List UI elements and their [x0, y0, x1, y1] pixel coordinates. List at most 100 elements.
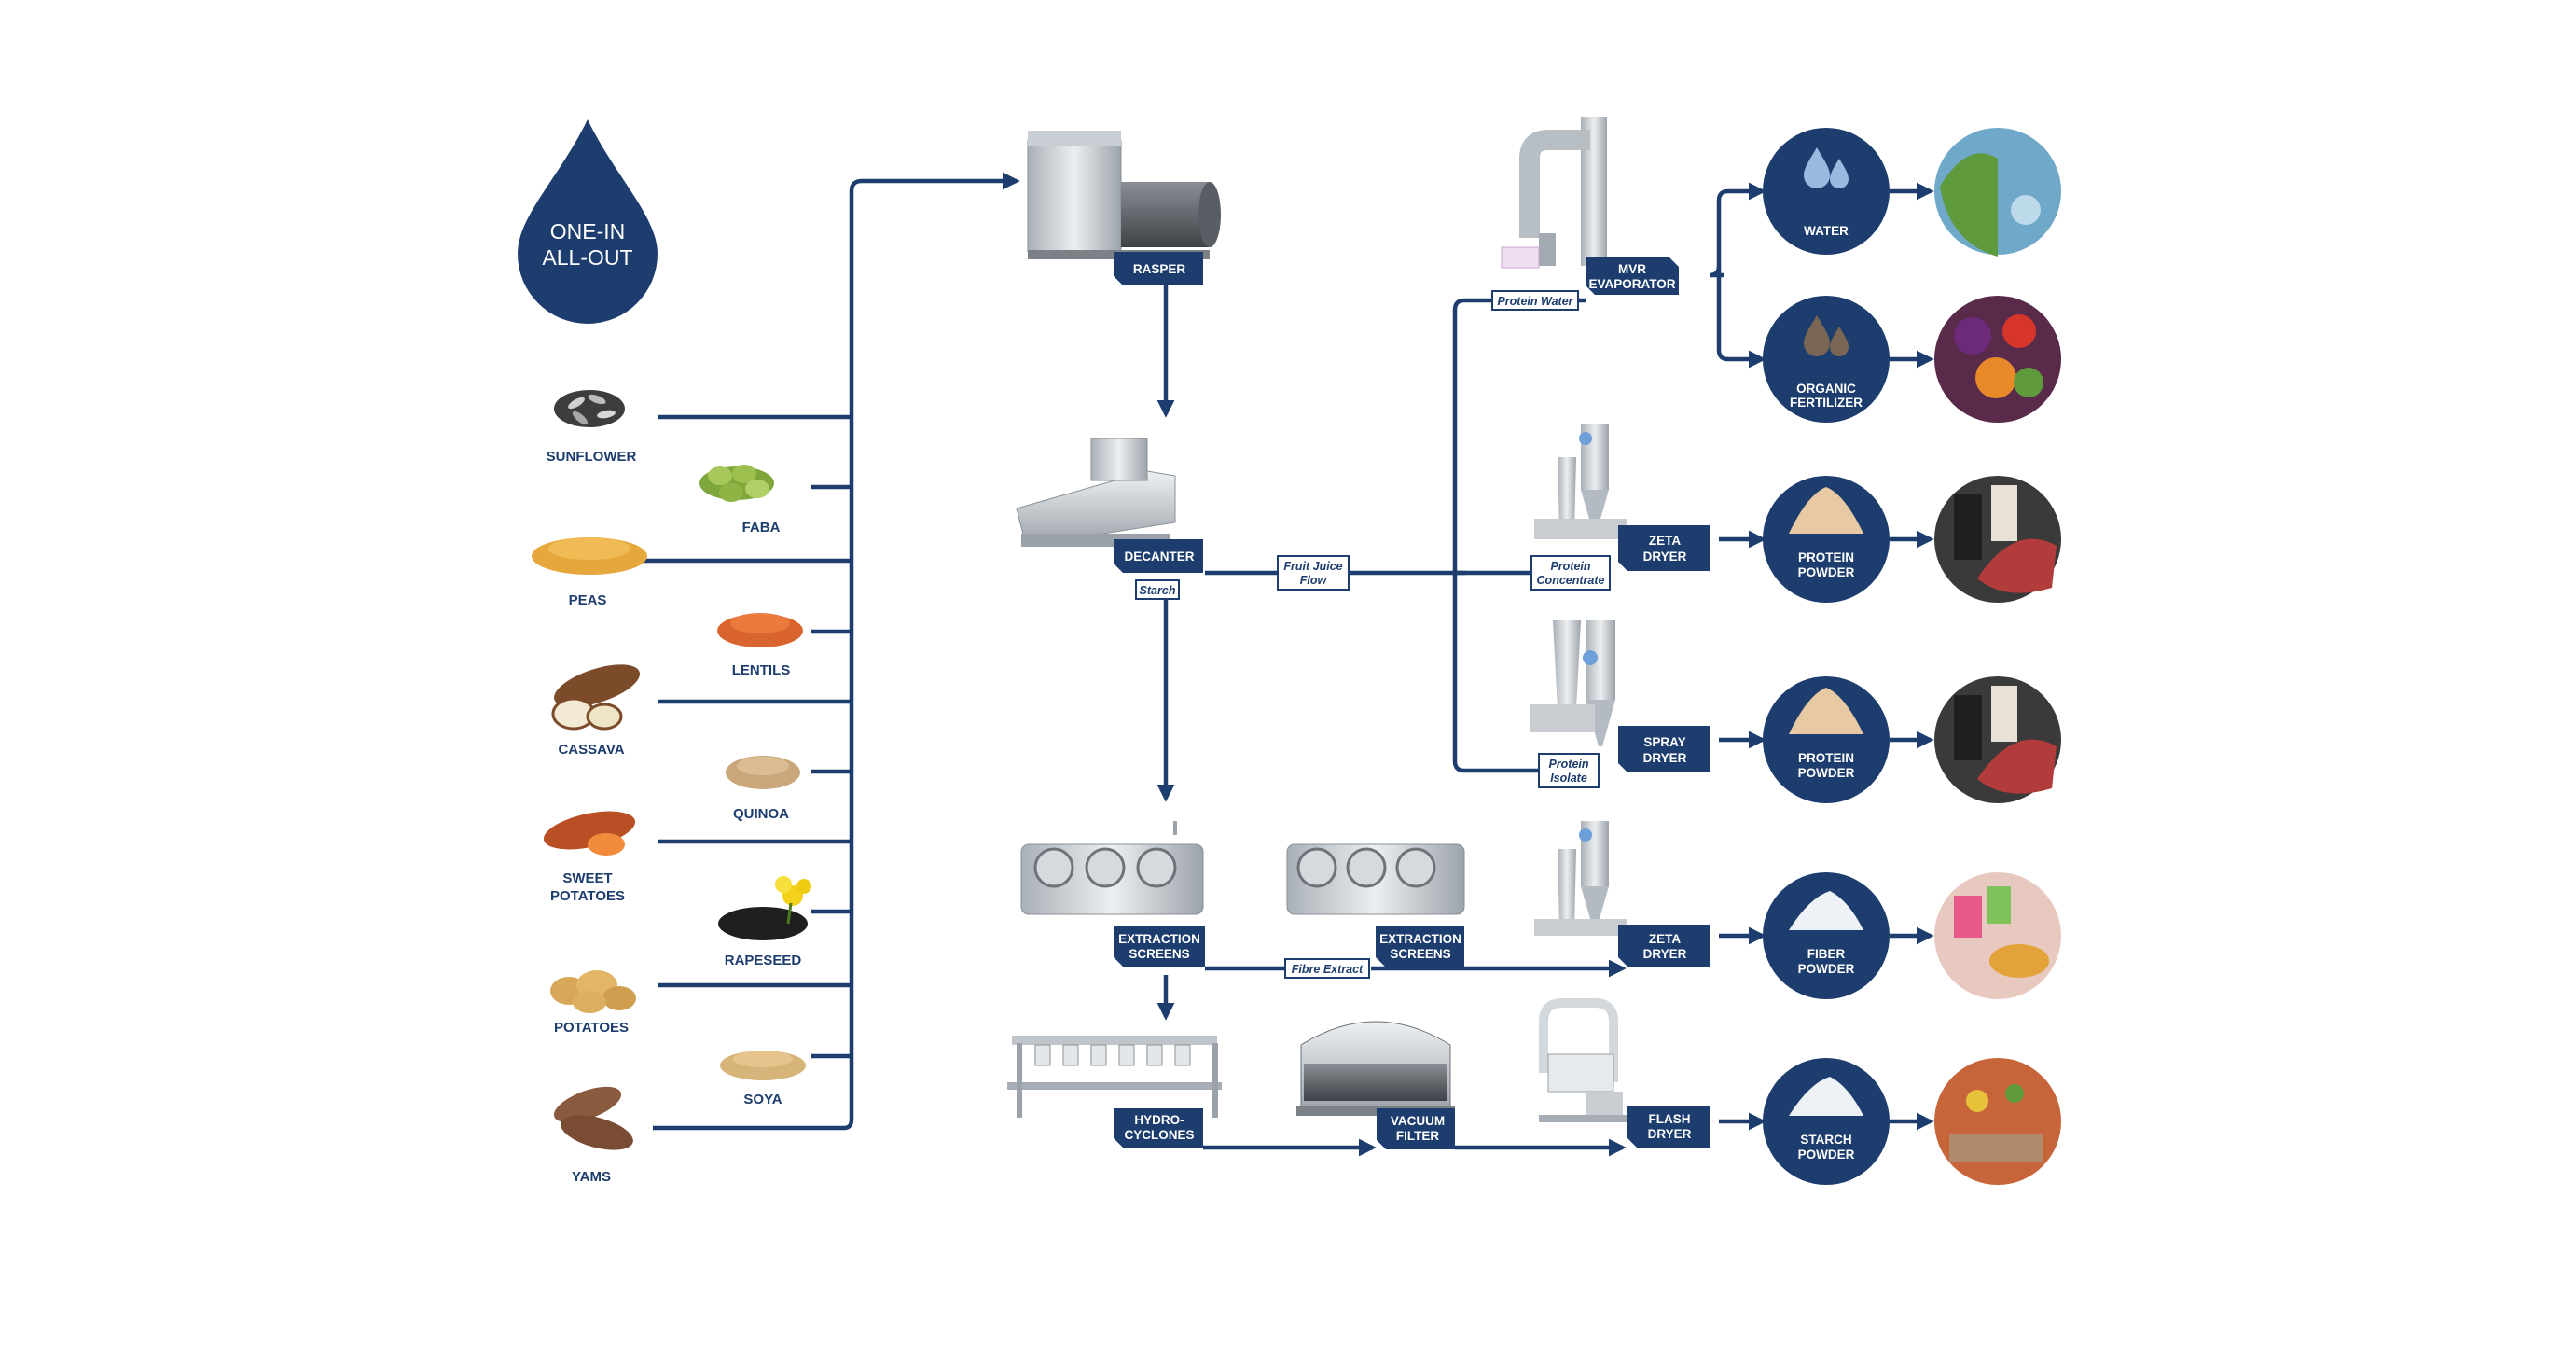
crop-peas: PEAS — [532, 537, 647, 608]
crop-label-yams: YAMS — [572, 1169, 611, 1185]
tag-extraction-screens-2: EXTRACTION SCREENS — [1376, 926, 1464, 967]
crop-label-soya: SOYA — [743, 1092, 782, 1107]
fiber-label-1: FIBER — [1807, 947, 1846, 961]
potatoes-image — [550, 970, 636, 1013]
crop-label-potatoes-part: POTATOES — [550, 888, 625, 904]
flow-fruit-juice: Fruit Juice Flow — [1277, 555, 1350, 591]
flow-starch: Starch — [1135, 579, 1180, 600]
tag-spray-dryer: SPRAY DRYER — [1618, 726, 1710, 772]
cassava-image — [551, 664, 640, 731]
starch-label-1: STARCH — [1800, 1133, 1851, 1147]
protein-water-label: Protein Water — [1497, 295, 1573, 308]
flash-dryer-image — [1539, 998, 1632, 1122]
tag-extraction-screens-1: EXTRACTION SCREENS — [1114, 926, 1205, 967]
tag-vacuum-filter: VACUUM FILTER — [1377, 1108, 1455, 1149]
crop-potatoes: POTATOES — [550, 970, 636, 1036]
protein-conc-label-1: Protein — [1550, 560, 1590, 573]
lentils-image — [717, 613, 803, 647]
hero-line-1: ONE-IN — [550, 219, 626, 244]
vacuum-filter-image — [1296, 1021, 1455, 1116]
flow-protein-water: Protein Water — [1491, 290, 1579, 311]
tag-zeta-dryer-2: ZETA DRYER — [1618, 925, 1710, 967]
sweet-potatoes-image — [543, 811, 636, 856]
spray-dryer-image — [1530, 620, 1615, 746]
flash-label-1: FLASH — [1649, 1112, 1691, 1126]
crop-label-faba: FABA — [742, 520, 781, 536]
fiber-label-2: POWDER — [1798, 962, 1855, 976]
extraction-screens-2-image — [1286, 843, 1465, 915]
yams-image — [553, 1086, 633, 1150]
vac-label-2: FILTER — [1396, 1129, 1439, 1143]
zeta-label-1: ZETA — [1649, 534, 1681, 548]
pp2-label-2: POWDER — [1798, 766, 1855, 780]
crop-label-lentils: LENTILS — [732, 662, 791, 678]
product-fiber-powder: FIBER POWDER — [1763, 872, 1890, 999]
pp2-label-1: PROTEIN — [1798, 751, 1854, 765]
input-lines — [611, 172, 1020, 1131]
zeta-label-2: DRYER — [1643, 550, 1687, 564]
zeta2-label-2: DRYER — [1643, 947, 1687, 961]
starch-label-2: POWDER — [1798, 1148, 1855, 1162]
crop-label-sunflower: SUNFLOWER — [547, 449, 637, 465]
photo-protein-food-2 — [1934, 676, 2061, 803]
rasper-label: RASPER — [1133, 262, 1186, 276]
vac-label-1: VACUUM — [1391, 1114, 1445, 1128]
crop-quinoa: QUINOA — [726, 756, 800, 822]
soya-image — [720, 1051, 806, 1080]
product-starch-powder: STARCH POWDER — [1763, 1058, 1890, 1185]
mvr-evaporator-image — [1501, 117, 1607, 269]
peas-image — [532, 537, 647, 575]
pp1-label-2: POWDER — [1798, 565, 1855, 579]
crop-cassava: CASSAVA — [551, 664, 640, 758]
flow-fibre-extract: Fibre Extract — [1284, 958, 1370, 979]
zeta-dryer-image — [1534, 424, 1627, 539]
faba-beans-image — [699, 465, 774, 502]
spray-label-1: SPRAY — [1643, 735, 1685, 749]
sunflower-seeds-image — [554, 390, 625, 427]
rasper-machine-image — [1027, 131, 1221, 259]
photo-protein-food-1 — [1934, 476, 2061, 603]
pp1-label-1: PROTEIN — [1798, 550, 1854, 564]
powder-pile-icon — [1789, 487, 1863, 534]
tag-rasper: RASPER — [1114, 252, 1203, 285]
extraction-screens-1-image — [1020, 821, 1204, 915]
photo-fiber-food — [1934, 872, 2061, 999]
crop-sunflower: SUNFLOWER — [547, 390, 637, 465]
protein-iso-label-1: Protein — [1548, 758, 1588, 771]
ext2-label-1: EXTRACTION — [1379, 932, 1461, 946]
fertilizer-drops-icon — [1804, 315, 1849, 356]
water-label: WATER — [1804, 224, 1849, 238]
photo-water-grass — [1934, 128, 2061, 257]
crop-label-cassava: CASSAVA — [558, 742, 624, 758]
spray-label-2: DRYER — [1643, 751, 1687, 765]
mvr-label-1: MVR — [1618, 262, 1646, 276]
hydro-label-2: CYCLONES — [1124, 1128, 1194, 1142]
crop-sweet-potatoes: SWEET POTATOES — [543, 811, 636, 904]
water-drops-icon — [1804, 147, 1849, 188]
flow-protein-concentrate: Protein Concentrate — [1530, 555, 1611, 591]
zeta-dryer-2-image — [1534, 821, 1627, 936]
protein-iso-label-2: Isolate — [1550, 772, 1587, 785]
decanter-machine-image — [1016, 438, 1176, 547]
hero-line-2: ALL-OUT — [542, 245, 632, 270]
hydrocyclones-image — [1007, 1036, 1222, 1118]
crop-yams: YAMS — [553, 1086, 633, 1185]
tag-zeta-dryer: ZETA DRYER — [1618, 525, 1710, 571]
photo-starch-food — [1934, 1058, 2061, 1185]
powder-pile-icon — [1789, 688, 1863, 734]
mvr-label-2: EVAPORATOR — [1588, 277, 1675, 291]
product-protein-powder-2: PROTEIN POWDER — [1763, 676, 1890, 803]
starch-label: Starch — [1140, 584, 1176, 597]
photo-vegetables — [1934, 296, 2061, 423]
crop-label-rapeseed: RAPESEED — [725, 953, 802, 968]
fruit-juice-label-2: Flow — [1300, 574, 1328, 587]
decanter-label: DECANTER — [1124, 550, 1194, 564]
crop-lentils: LENTILS — [717, 613, 803, 678]
white-powder-icon — [1789, 1077, 1863, 1116]
tag-flash-dryer: FLASH DRYER — [1627, 1106, 1710, 1148]
tag-decanter: DECANTER — [1114, 539, 1203, 573]
fertilizer-label-1: ORGANIC — [1796, 382, 1856, 396]
crop-label-sweet: SWEET — [562, 870, 612, 886]
product-water: WATER — [1763, 128, 1890, 255]
